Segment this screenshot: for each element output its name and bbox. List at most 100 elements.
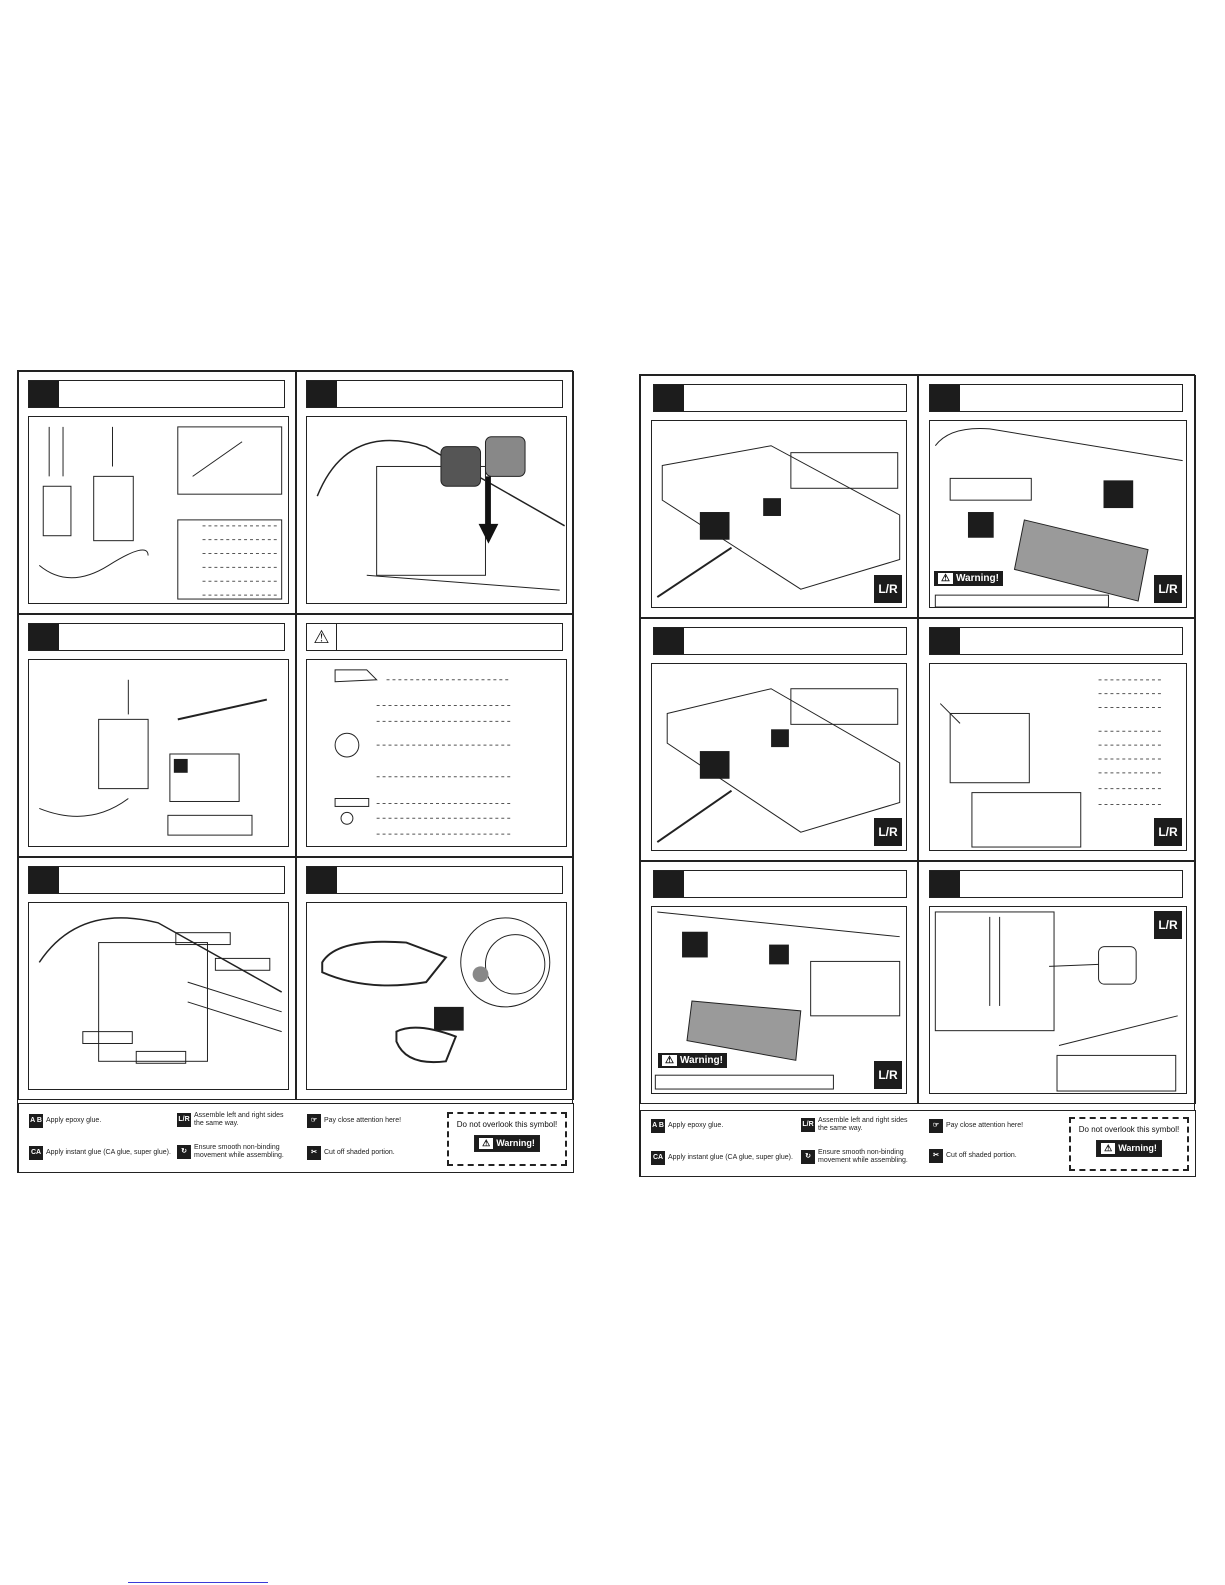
step-number-block: [29, 867, 59, 893]
step-number-block: [307, 381, 337, 407]
stabilizer-drawing: [654, 911, 901, 1090]
step-number-block: [654, 871, 684, 897]
step-panel: L/R: [640, 375, 918, 618]
arrow-icon: ↻: [177, 1145, 191, 1159]
step-panel: L/R: [918, 618, 1196, 861]
step-panel: ⚠Warning! L/R: [640, 861, 918, 1104]
step-header: [306, 866, 563, 894]
ca-icon: CA: [29, 1146, 43, 1160]
legend-cut: ✂Cut off shaded portion.: [307, 1146, 395, 1160]
servo-drawing: [38, 426, 283, 600]
step-header: [653, 627, 907, 655]
tail-servo-illustration: L/R: [929, 906, 1187, 1094]
step-header: [653, 384, 907, 412]
step-panel: ⚠: [296, 614, 574, 857]
aileron-hinge-illustration: L/R: [651, 420, 907, 608]
warning-badge: ⚠Warning!: [658, 1053, 727, 1068]
lr-icon: L/R: [1154, 818, 1182, 846]
warning-badge: ⚠Warning!: [1096, 1140, 1162, 1157]
step-header: [28, 380, 285, 408]
step-panel: [296, 371, 574, 614]
cowl-drawing: [321, 917, 551, 1064]
fuselage-servo-install-illustration: [306, 416, 567, 604]
step-number-block: [29, 381, 59, 407]
warning-badge: ⚠Warning!: [474, 1135, 540, 1152]
epoxy-icon: A B: [651, 1119, 665, 1133]
bracket-drawing: [939, 679, 1163, 848]
parts-header: ⚠: [306, 623, 563, 651]
legend-attention: ☞Pay close attention here!: [307, 1114, 401, 1128]
pointing-hand-icon: ☞: [307, 1114, 321, 1128]
step-panel: [296, 857, 574, 1100]
legend-attention: ☞Pay close attention here!: [929, 1119, 1023, 1133]
lr-icon: L/R: [801, 1118, 815, 1132]
parts-list-drawing: [334, 669, 511, 835]
cut-icon: ✂: [929, 1149, 943, 1163]
step-number-block: [654, 628, 684, 654]
step-number-block: [930, 871, 960, 897]
servo-arm-drawing: [39, 679, 268, 836]
lr-icon: L/R: [874, 575, 902, 603]
footer-link-underline[interactable]: [128, 1582, 268, 1583]
fuselage-drawing: [316, 436, 565, 591]
lr-icon: L/R: [177, 1113, 191, 1127]
left-page: ⚠: [17, 370, 574, 1173]
servo-bracket-illustration: L/R: [929, 663, 1187, 851]
step-header: [929, 384, 1183, 412]
lr-icon: L/R: [1154, 911, 1182, 939]
step-header: [653, 870, 907, 898]
servo-arm-illustration: [28, 659, 289, 847]
step-header: [929, 870, 1183, 898]
lr-icon: L/R: [874, 818, 902, 846]
aileron-drawing: [656, 445, 901, 598]
legend-cut: ✂Cut off shaded portion.: [929, 1149, 1017, 1163]
step-number-block: [930, 385, 960, 411]
warning-icon: ⚠: [307, 624, 337, 650]
step-number-block: [307, 867, 337, 893]
warning-note-box: Do not overlook this symbol! ⚠Warning!: [447, 1112, 567, 1166]
wing-aileron-fit-illustration: ⚠Warning! L/R: [929, 420, 1187, 608]
right-page: L/R ⚠Warning! L/R: [639, 374, 1196, 1177]
step-panel: [18, 614, 296, 857]
step-number-block: [654, 385, 684, 411]
step-panel: ⚠Warning! L/R: [918, 375, 1196, 618]
step-header: [28, 866, 285, 894]
pointing-hand-icon: ☞: [929, 1119, 943, 1133]
step-panel: [18, 857, 296, 1100]
servo-assembly-illustration: [28, 416, 289, 604]
legend-smooth: ↻Ensure smooth non-binding movement whil…: [177, 1144, 297, 1160]
step-number-block: [29, 624, 59, 650]
tail-servo-drawing: [934, 911, 1178, 1092]
step-header: [28, 623, 285, 651]
step-panel: [18, 371, 296, 614]
warning-badge: ⚠Warning!: [934, 571, 1003, 586]
linkage-drawing: [38, 917, 283, 1064]
wing-drawing: [934, 428, 1183, 607]
legend-assemble: L/RAssemble left and right sides the sam…: [801, 1117, 908, 1132]
servo-linkage-illustration: [28, 902, 289, 1090]
legend-smooth: ↻Ensure smooth non-binding movement whil…: [801, 1149, 921, 1165]
lr-icon: L/R: [874, 1061, 902, 1089]
epoxy-icon: A B: [29, 1114, 43, 1128]
warning-note-box: Do not overlook this symbol! ⚠Warning!: [1069, 1117, 1189, 1171]
elevator-drawing: [656, 688, 901, 843]
step-number-block: [930, 628, 960, 654]
step-header: [929, 627, 1183, 655]
arrow-icon: ↻: [801, 1150, 815, 1164]
parts-list-illustration: [306, 659, 567, 847]
legend-assemble: L/RAssemble left and right sides the sam…: [177, 1112, 284, 1127]
lr-icon: L/R: [1154, 575, 1182, 603]
cowl-illustration: [306, 902, 567, 1090]
step-panel: L/R: [640, 618, 918, 861]
stabilizer-fit-illustration: ⚠Warning! L/R: [651, 906, 907, 1094]
cut-icon: ✂: [307, 1146, 321, 1160]
step-panel: L/R: [918, 861, 1196, 1104]
elevator-hinge-illustration: L/R: [651, 663, 907, 851]
ca-icon: CA: [651, 1151, 665, 1165]
